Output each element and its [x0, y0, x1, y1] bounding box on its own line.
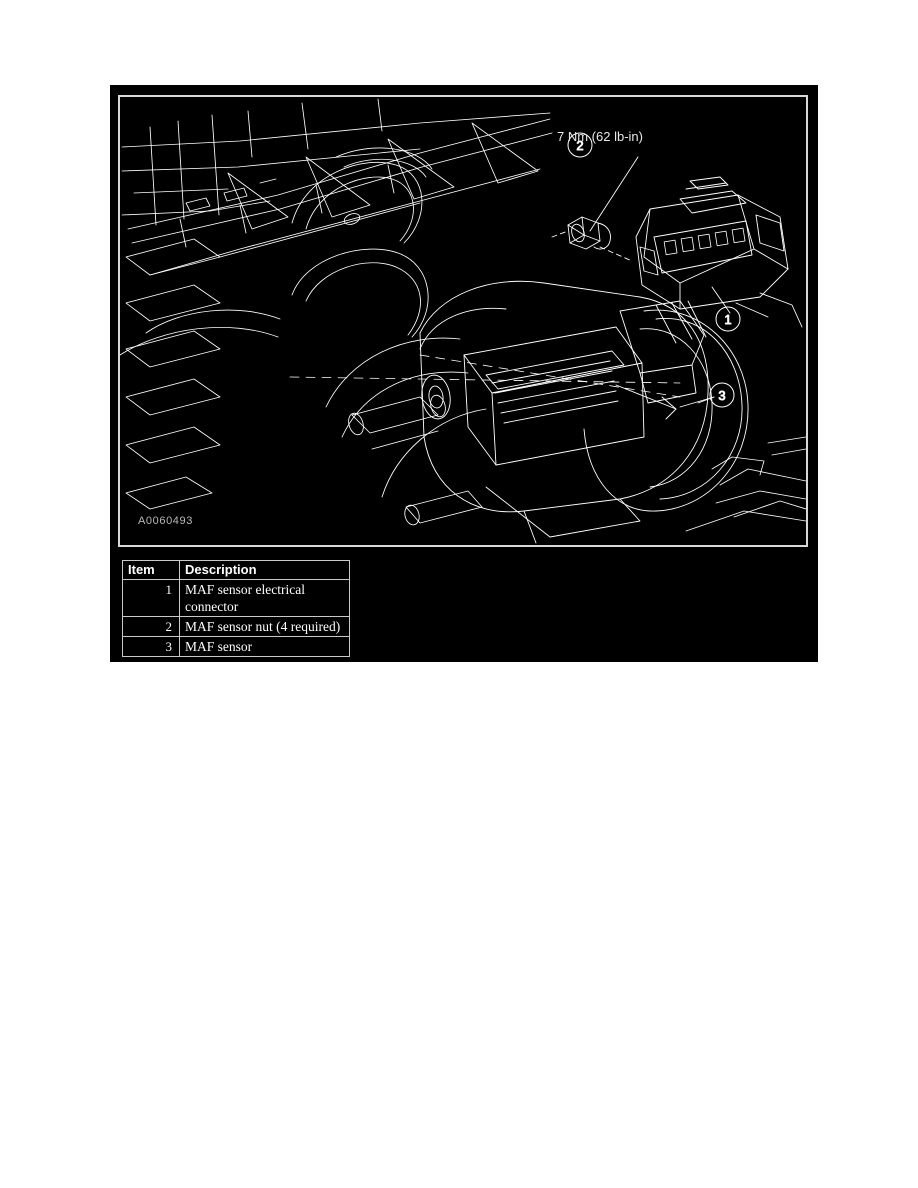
- row-item-description: MAF sensor electrical connector: [179, 579, 350, 617]
- callout-number-2: 2: [576, 138, 583, 153]
- row-item-number: 3: [122, 636, 180, 657]
- row-item-number: 2: [122, 616, 180, 637]
- table-row: 1 MAF sensor electrical connector: [122, 579, 350, 617]
- air-cleaner-housing: [120, 98, 553, 510]
- callout-number-3: 3: [718, 388, 725, 403]
- row-item-number: 1: [122, 579, 180, 617]
- maf-sensor-body: [419, 280, 749, 544]
- maf-sensor-nut: [551, 216, 633, 262]
- figure-id-code: A0060493: [138, 515, 193, 527]
- callout-number-1: 1: [724, 312, 731, 327]
- callout-circle-1: [715, 306, 741, 332]
- table-row: 3 MAF sensor: [122, 636, 350, 657]
- figure-panel: 2 1 3 7 Nm (62 lb-in) A0060493 Item Desc…: [110, 85, 818, 662]
- leader-callout-1: [711, 286, 731, 314]
- intake-duct: [289, 337, 681, 526]
- parts-legend-table: Item Description 1 MAF sensor electrical…: [122, 560, 350, 657]
- callout-circle-3: [709, 382, 735, 408]
- leader-lines: [589, 156, 731, 408]
- illustration-frame: 2 1 3 7 Nm (62 lb-in) A0060493: [118, 95, 808, 547]
- column-header-description: Description: [179, 560, 350, 580]
- maf-sensor-line-drawing: 2 1 3: [120, 98, 806, 544]
- column-header-item: Item: [122, 560, 180, 580]
- leader-torque: [589, 156, 639, 232]
- table-header-row: Item Description: [122, 560, 350, 580]
- row-item-description: MAF sensor nut (4 required): [179, 616, 350, 637]
- torque-spec-label: 7 Nm (62 lb-in): [557, 129, 643, 144]
- row-item-description: MAF sensor: [179, 636, 350, 657]
- maf-electrical-connector: [635, 176, 803, 328]
- table-row: 2 MAF sensor nut (4 required): [122, 616, 350, 637]
- callout-circle-2: [567, 132, 593, 158]
- callout-bubbles: 2 1 3: [567, 132, 741, 408]
- lower-bracket: [685, 436, 806, 532]
